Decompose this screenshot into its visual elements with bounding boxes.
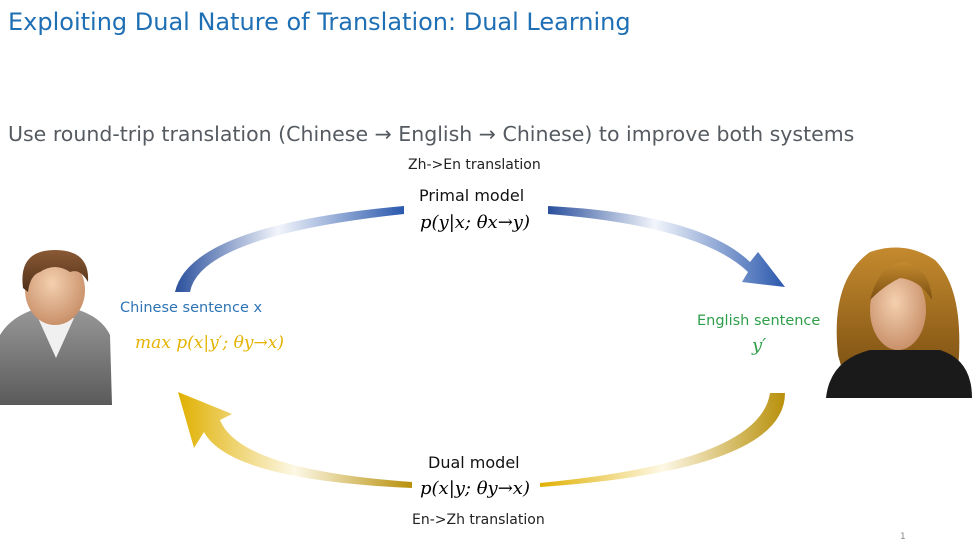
primal-model-formula: p(y|x; θx→y) — [420, 212, 530, 233]
page-number: 1 — [900, 532, 906, 542]
dual-arrow-right — [540, 393, 785, 487]
page-title: Exploiting Dual Nature of Translation: D… — [8, 8, 631, 36]
female-user-icon — [826, 247, 972, 398]
dual-task-label: En->Zh translation — [412, 512, 545, 528]
english-sentence-label: English sentence — [697, 313, 821, 329]
dual-model-title: Dual model — [428, 453, 520, 472]
primal-arrow — [175, 206, 404, 292]
subtitle: Use round-trip translation (Chinese → En… — [8, 122, 855, 146]
dual-model-formula: p(x|y; θy→x) — [420, 478, 530, 499]
primal-task-label: Zh->En translation — [408, 157, 541, 173]
english-sentence-variable: y′ — [752, 335, 767, 356]
male-user-icon — [0, 250, 112, 405]
primal-arrow-right — [548, 206, 785, 287]
dual-arrow-left — [178, 392, 412, 488]
chinese-sentence-label: Chinese sentence x — [120, 300, 263, 316]
dual-objective-formula: max p(x|y′; θy→x) — [135, 333, 284, 353]
primal-model-title: Primal model — [419, 186, 525, 205]
